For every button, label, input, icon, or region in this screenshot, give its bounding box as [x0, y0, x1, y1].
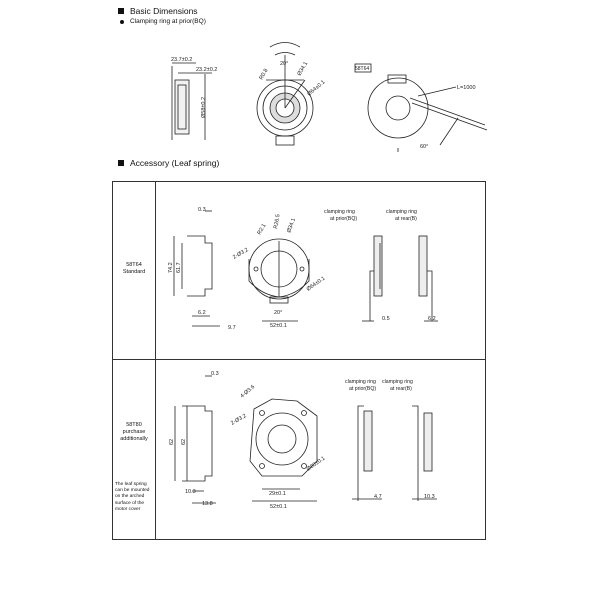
basic-dimensions-title: Basic Dimensions	[130, 6, 198, 16]
row2-dim-d: 10.3	[185, 489, 196, 495]
row2-front-dia: Ø80±0.1	[306, 456, 327, 473]
round-bullet-icon	[120, 19, 124, 24]
row1-dim-c: 61.7	[176, 262, 182, 273]
basic-dimensions-drawing: 23.7±0.2 23.2±0.2 Ø58±0.2 20° R0.8 Ø34.1…	[171, 42, 488, 152]
basic-dimensions-heading: Basic Dimensions	[118, 6, 198, 16]
row1-dim-a: 0.3	[198, 207, 206, 213]
row2-clamp-prior-drawing	[352, 405, 382, 501]
dim-side-diameter: Ø58±0.2	[201, 97, 207, 118]
row-note-58t80: The leaf spring can be mounted on the ar…	[115, 482, 150, 512]
row1-prior-dim: 0.5	[382, 316, 390, 322]
row1-rear-caption-2: at rear(B)	[395, 216, 417, 222]
square-bullet-icon	[118, 160, 124, 166]
row2-front-inner: 29±0.1	[269, 491, 286, 497]
row1-prior-caption-1: clamping ring	[324, 209, 355, 215]
row1-dim-b: 74.2	[168, 262, 174, 273]
row2-prior-dim: 4.7	[374, 494, 382, 500]
row1-front-bore: Ø34.1	[286, 218, 297, 234]
row2-dim-b: 62	[169, 439, 175, 445]
row1-dim-e: 9.7	[228, 325, 236, 331]
square-bullet-icon	[118, 8, 124, 14]
dim-cable-angle: 60°	[420, 144, 428, 150]
row2-dim-a: 0.3	[211, 371, 219, 377]
row2-rear-caption-1: clamping ring	[382, 379, 413, 385]
accessory-drawings: 0.3 74.2 61.7 6.2 9.7 R26.5 R2.1 Ø34.1 2…	[168, 207, 438, 510]
encoder-side-view	[171, 62, 212, 140]
row1-clamp-prior-drawing	[362, 235, 383, 322]
row2-clamp-rear-drawing	[412, 405, 437, 501]
row1-front-r1: R26.5	[273, 214, 281, 230]
row2-prior-caption-1: clamping ring	[345, 379, 376, 385]
row2-front-drawing	[249, 398, 318, 502]
row2-prior-caption-2: at prior(BQ)	[349, 386, 376, 392]
clamping-note: Clamping ring at prior(BQ)	[120, 18, 206, 25]
dim-side-width: 23.7±0.2	[171, 57, 192, 63]
accessory-table: 58T64 Standard 58T80 purchase additional…	[112, 181, 486, 540]
dim-side-depth: 23.2±0.2	[196, 67, 217, 73]
row1-clamp-rear-drawing	[418, 235, 438, 322]
dim-front-radius: R0.8	[259, 68, 270, 81]
row2-profile-drawing	[174, 375, 216, 504]
row1-front-width: 52±0.1	[270, 323, 287, 329]
rear-model-label: 58T64	[355, 66, 369, 72]
row2-rear-caption-2: at rear(B)	[390, 386, 412, 392]
dim-front-angle: 20°	[280, 61, 288, 67]
dim-front-bore: Ø34.1	[297, 61, 310, 77]
row2-front-holes4: 4-Ø3.6	[239, 384, 256, 399]
table-row-divider	[113, 359, 485, 360]
row-label-58t80: 58T80 purchase additionally	[120, 422, 148, 442]
row-label-58t64: 58T64 Standard	[122, 262, 146, 275]
dim-front-outer: Ø64±0.1	[306, 79, 326, 97]
accessory-heading: Accessory (Leaf spring)	[118, 158, 219, 168]
table-column-divider	[155, 182, 156, 539]
row1-prior-caption-2: at prior(BQ)	[330, 216, 357, 222]
row2-dim-e: 13.8	[202, 501, 213, 507]
clamping-note-text: Clamping ring at prior(BQ)	[130, 18, 206, 25]
row1-front-drawing	[248, 238, 310, 322]
row2-front-holes2: 2-Ø3.2	[230, 413, 248, 427]
row1-front-holes: 2-Ø3.2	[232, 247, 250, 261]
row1-rear-dim: 6.2	[428, 316, 436, 322]
encoder-rear-view	[354, 63, 488, 152]
row2-rear-dim: 10.3	[424, 494, 435, 500]
row1-dim-d: 6.2	[198, 310, 206, 316]
encoder-front-view	[256, 42, 314, 146]
row1-rear-caption-1: clamping ring	[386, 209, 417, 215]
row1-front-r2: R2.1	[257, 223, 268, 236]
row1-profile-drawing	[173, 210, 220, 327]
accessory-title: Accessory (Leaf spring)	[130, 158, 220, 168]
row2-front-width: 52±0.1	[270, 504, 287, 510]
dim-cable-length: L=1000	[457, 85, 476, 91]
row1-front-angle: 20°	[274, 310, 282, 316]
row2-dim-c: 62	[181, 439, 187, 445]
